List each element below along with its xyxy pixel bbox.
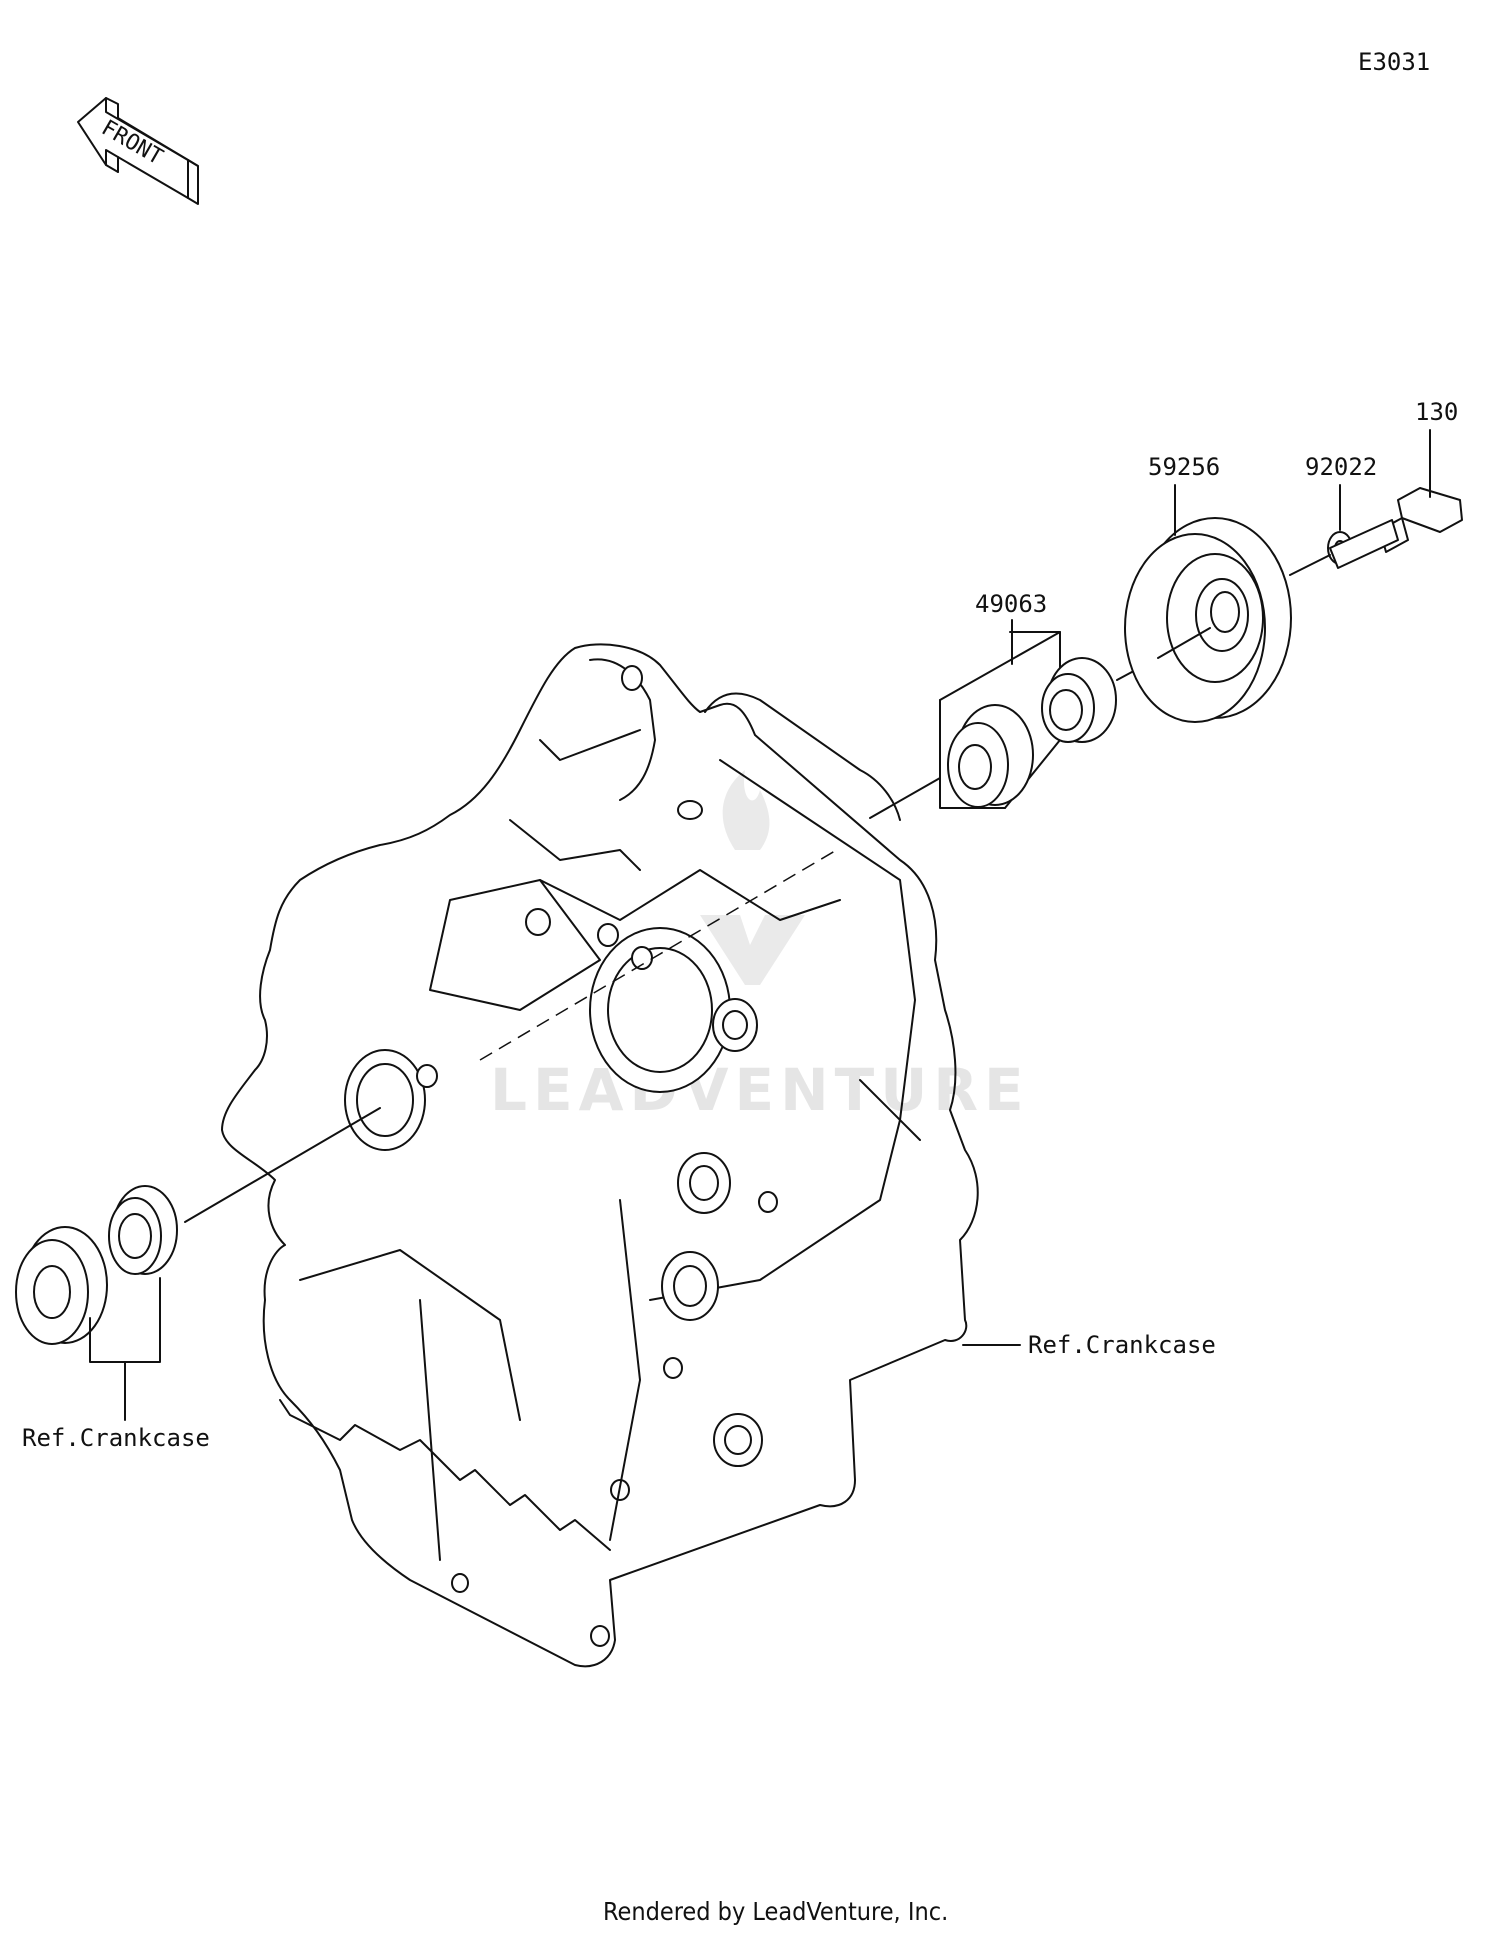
part-number-label: 59256 xyxy=(1148,453,1220,481)
watermark-text: LEADVENTURE xyxy=(490,1056,1030,1124)
crankcase-drawing xyxy=(221,643,979,1668)
part-130-bolt xyxy=(1329,429,1463,569)
footer-credit: Rendered by LeadVenture, Inc. xyxy=(603,1897,948,1926)
watermark-logo-icon: LEADVENTURE xyxy=(490,770,1030,1124)
part-59256-cover xyxy=(1124,484,1292,723)
diagram-code: E3031 xyxy=(1358,48,1430,76)
ref-crankcase-bearing xyxy=(15,1107,1021,1421)
part-number-label: 130 xyxy=(1415,398,1458,426)
ref-crankcase-label: Ref.Crankcase xyxy=(22,1424,210,1452)
front-arrow-icon: FRONT xyxy=(77,97,199,205)
part-49063-seals xyxy=(869,619,1159,819)
part-number-label: 92022 xyxy=(1305,453,1377,481)
ref-crankcase-label: Ref.Crankcase xyxy=(1028,1331,1216,1359)
part-number-label: 49063 xyxy=(975,590,1047,618)
